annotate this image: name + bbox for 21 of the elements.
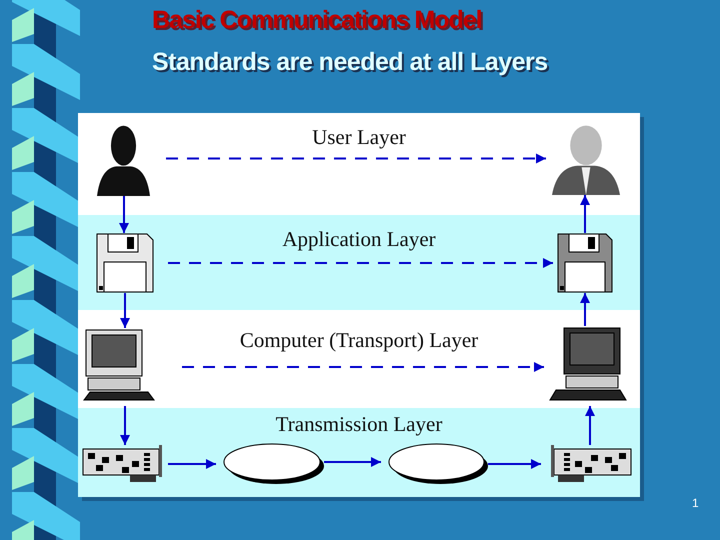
layer-label: Application Layer <box>281 227 437 252</box>
slide-title: Basic Communications Model <box>152 6 482 35</box>
arrow <box>168 459 216 469</box>
arrow <box>120 406 130 445</box>
page-number: 1 <box>692 496 699 510</box>
layer-band <box>78 408 640 497</box>
arrow <box>119 196 129 233</box>
arrow <box>585 406 595 445</box>
arrow <box>580 195 590 233</box>
layer-label: Transmission Layer <box>274 412 444 437</box>
arrow <box>120 293 130 328</box>
subtitle: Standards are needed at all Layers <box>152 48 548 77</box>
arrow <box>488 459 541 469</box>
dashed-arrow <box>168 258 553 268</box>
layer-label: Computer (Transport) Layer <box>238 328 480 353</box>
dashed-arrow <box>182 362 544 372</box>
layer-label: User Layer <box>311 125 407 150</box>
layer-band <box>78 215 640 310</box>
dashed-arrow <box>166 154 546 164</box>
arrow <box>580 293 590 326</box>
arrow <box>324 457 381 467</box>
